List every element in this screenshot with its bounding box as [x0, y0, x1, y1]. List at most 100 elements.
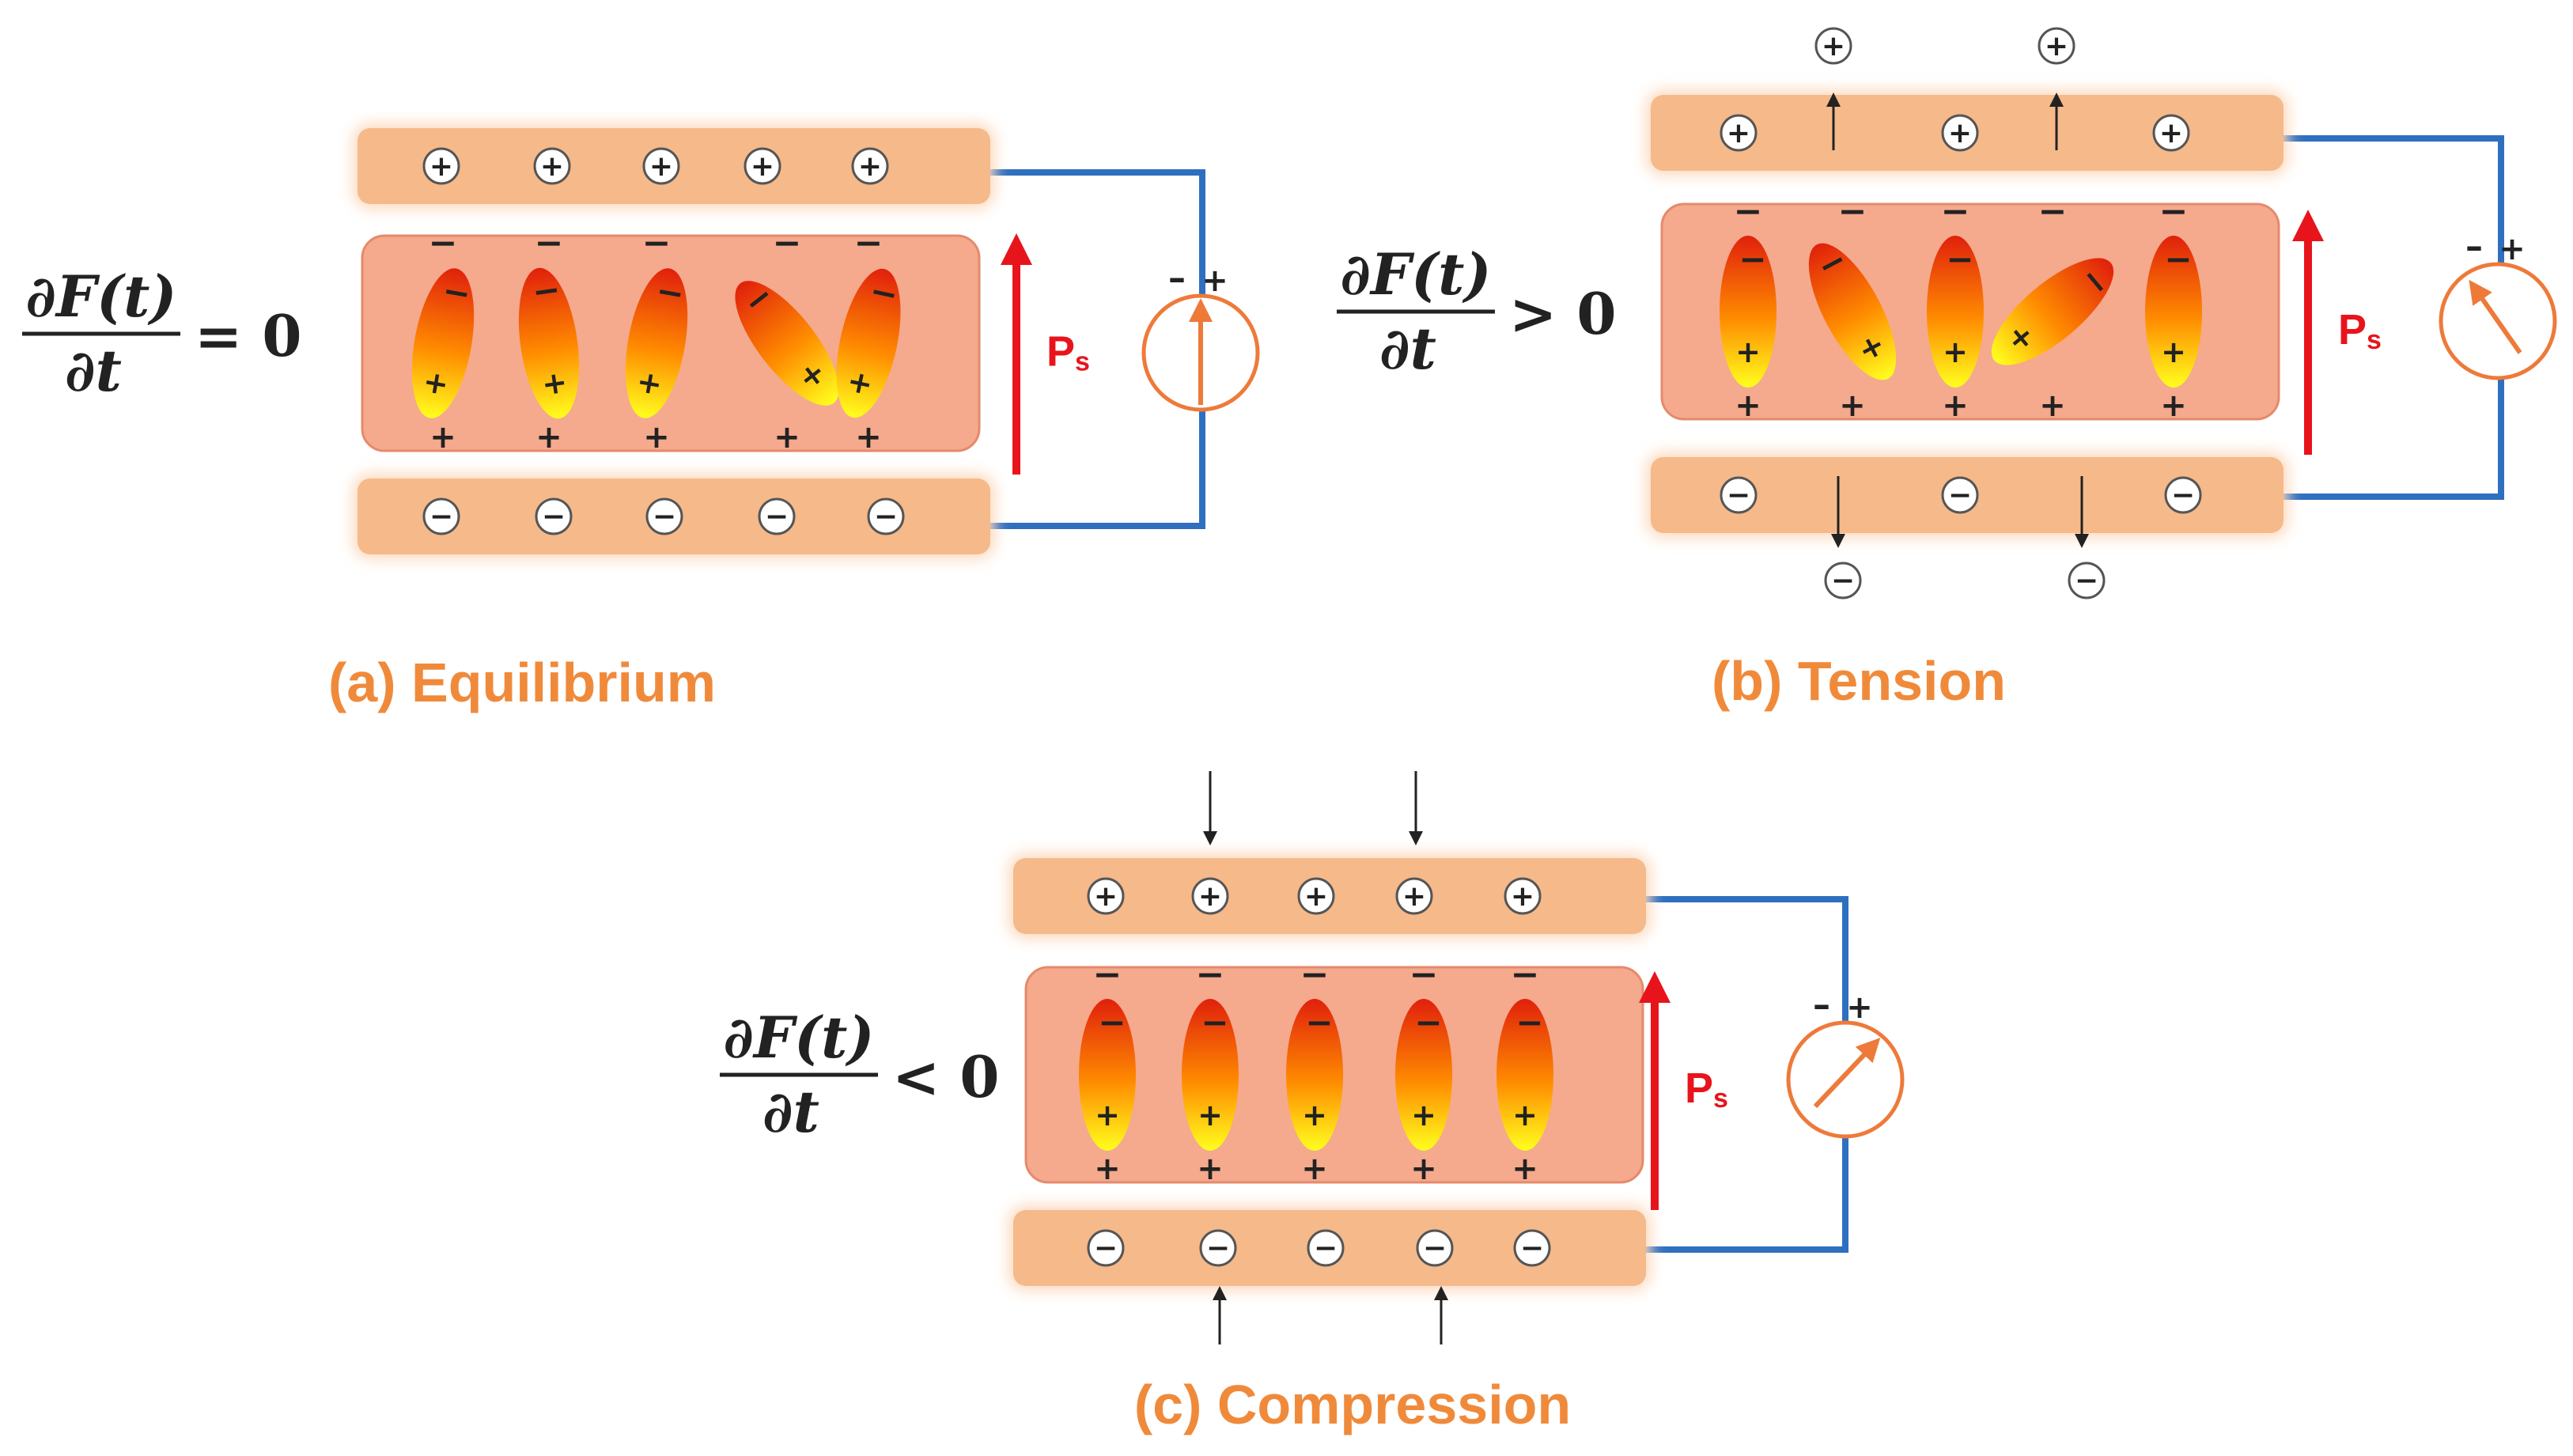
surface-minus: −	[1941, 191, 1970, 232]
charge-sign: +	[649, 150, 673, 183]
charge-circle	[1191, 877, 1229, 915]
charge-sign: −	[1520, 1232, 1544, 1265]
charge-sign: +	[2159, 117, 2183, 149]
surface-minus: −	[1838, 191, 1867, 232]
charge-sign: −	[542, 501, 566, 533]
surface-plus: +	[1094, 1151, 1121, 1187]
surface-plus: +	[2160, 388, 2187, 424]
dipole-minus: −	[653, 270, 687, 313]
wire-top	[1638, 896, 1848, 1023]
negative-charge: −	[867, 497, 905, 535]
positive-charge: +	[642, 147, 680, 185]
bottom-electrode: −−−−−	[353, 474, 995, 559]
charge-circle	[1814, 27, 1852, 65]
charge-circle	[1824, 562, 1862, 599]
dipole: −+	[836, 268, 902, 418]
dipole: −+	[1497, 999, 1553, 1151]
negative-charge: −	[1941, 476, 1979, 514]
charge-circle	[642, 147, 680, 185]
positive-charge: +	[533, 147, 571, 185]
equation-relation: = 0	[195, 302, 302, 369]
surface-plus: +	[1301, 1151, 1328, 1187]
charge-sign: −	[653, 501, 676, 533]
positive-charge: +	[851, 147, 889, 185]
equation-numerator: ∂F(t)	[1341, 240, 1492, 308]
charge-sign: +	[1304, 880, 1328, 913]
charge-sign: +	[1727, 117, 1750, 149]
negative-charge: −	[422, 497, 460, 535]
equation-denominator: ∂t	[65, 337, 122, 404]
charge-circle	[422, 147, 460, 185]
positive-charge: +	[422, 147, 460, 185]
dipole-body	[1808, 243, 1897, 380]
surface-plus: +	[855, 419, 882, 456]
equation-relation: > 0	[1509, 280, 1617, 347]
dipole-plus: +	[1512, 1098, 1538, 1133]
negative-charge: −	[1513, 1229, 1551, 1267]
surface-plus: +	[1735, 388, 1761, 424]
dipole-body	[2145, 236, 2202, 388]
bottom-electrode: −−−−−	[1008, 1205, 1651, 1291]
positive-charge: +	[744, 147, 781, 185]
surface-plus: +	[535, 419, 562, 456]
meter: –+	[1786, 985, 1905, 1139]
equation-relation: < 0	[892, 1043, 1000, 1110]
meter-needle	[2469, 279, 2522, 354]
charge-circle	[533, 147, 571, 185]
dipole: −+	[1079, 999, 1136, 1151]
equation-denominator: ∂t	[1379, 315, 1436, 382]
dipole-body	[1720, 236, 1777, 388]
released-negative-charge: −	[2068, 562, 2106, 599]
dipole: −+	[1395, 999, 1452, 1151]
surface-plus: +	[1410, 1151, 1437, 1187]
wire-top	[982, 169, 1205, 296]
charge-circle	[1416, 1229, 1454, 1267]
surface-plus: +	[429, 419, 456, 456]
dipole-body	[1079, 999, 1136, 1151]
panel-compression: +++++−−−−−−+−+−+−+−+−+−+−+−+−+Ps–+∂F(t)∂…	[720, 771, 1905, 1435]
surface-plus: +	[774, 419, 800, 456]
positive-charge: +	[1720, 114, 1758, 152]
positive-charge: +	[1297, 877, 1335, 915]
dipole-minus: −	[1414, 1003, 1442, 1042]
charge-circle	[851, 147, 889, 185]
rate-equation: ∂F(t) ∂t = 0	[22, 263, 302, 404]
ps-label-text: Ps	[2338, 306, 2382, 355]
charge-circle	[1087, 1229, 1125, 1267]
charge-sign: +	[1948, 117, 1972, 149]
surface-minus: −	[429, 223, 458, 263]
surface-plus: +	[1839, 388, 1866, 424]
surface-minus: −	[773, 223, 802, 263]
charge-circle	[2068, 562, 2106, 599]
dipole-plus: +	[634, 364, 665, 403]
ps-label: Ps	[2338, 306, 2382, 355]
dipole-minus: −	[530, 270, 563, 312]
wire-top	[2276, 135, 2504, 264]
dipole-plus: +	[1095, 1098, 1120, 1133]
equation-denominator: ∂t	[762, 1078, 819, 1145]
positive-charge: +	[1395, 877, 1433, 915]
charge-sign: −	[1727, 479, 1750, 512]
charge-circle	[1307, 1229, 1345, 1267]
charge-sign: −	[1314, 1232, 1338, 1265]
meter-minus-label: –	[1168, 258, 1186, 298]
rate-equation: ∂F(t)∂t< 0	[720, 1004, 1000, 1145]
bottom-electrode: −−−	[1646, 452, 2288, 538]
surface-minus: −	[1734, 191, 1763, 232]
equation-numerator: ∂F(t)	[26, 263, 177, 330]
dipole: −+	[1927, 236, 1984, 388]
charge-circle	[645, 497, 683, 535]
charge-sign: +	[540, 150, 564, 183]
ps-label-text: Ps	[1046, 328, 1090, 377]
charge-sign: +	[1402, 880, 1426, 913]
charge-circle	[1087, 877, 1125, 915]
charge-circle	[1504, 877, 1542, 915]
dipole-plus: +	[421, 364, 452, 403]
top-electrode: + + + + +	[353, 123, 995, 209]
wire-bottom	[982, 410, 1205, 529]
dipole: −+	[411, 268, 475, 418]
dipole-body	[1395, 999, 1452, 1151]
top-electrode: + + +	[1646, 90, 2288, 176]
dipole-plus: +	[1735, 335, 1761, 369]
negative-charge: −	[1199, 1229, 1237, 1267]
